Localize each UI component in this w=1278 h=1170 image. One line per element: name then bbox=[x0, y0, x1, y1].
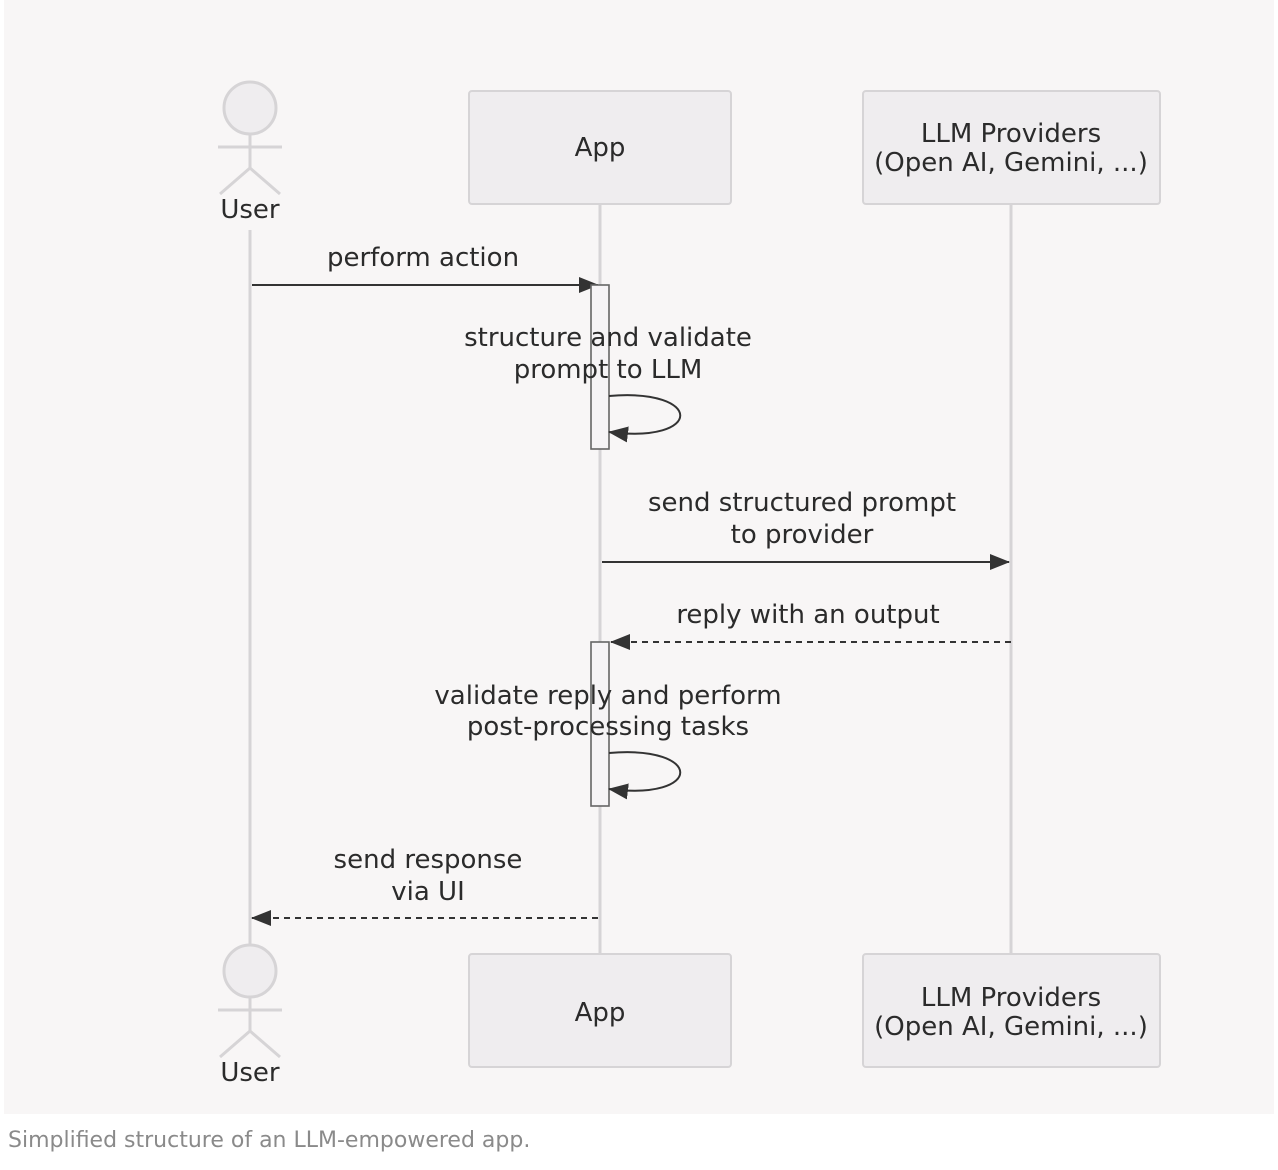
user-head-icon bbox=[222, 943, 278, 999]
user-label-top: User bbox=[220, 195, 280, 225]
user-head-icon bbox=[222, 80, 278, 136]
msg-send-prompt-line2: to provider bbox=[731, 520, 874, 550]
llm-label-top-line1: LLM Providers bbox=[921, 119, 1101, 149]
msg-validate-reply-loop bbox=[608, 751, 682, 800]
llm-box-bottom: LLM Providers (Open AI, Gemini, ...) bbox=[862, 953, 1161, 1068]
msg-structure-validate-line2: prompt to LLM bbox=[514, 355, 703, 385]
llm-box-top: LLM Providers (Open AI, Gemini, ...) bbox=[862, 90, 1161, 205]
sequence-diagram: User App LLM Providers (Open AI, Gemini,… bbox=[218, 80, 1161, 1088]
msg-send-response-line2: via UI bbox=[391, 877, 465, 907]
app-box-top: App bbox=[468, 90, 732, 205]
user-actor-top: User bbox=[218, 80, 282, 225]
user-label-bottom: User bbox=[220, 1058, 280, 1088]
diagram-panel: User App LLM Providers (Open AI, Gemini,… bbox=[4, 0, 1274, 1114]
msg-perform-action-label: perform action bbox=[327, 243, 519, 273]
app-activation-1 bbox=[590, 284, 610, 450]
llm-label-top-line2: (Open AI, Gemini, ...) bbox=[874, 148, 1148, 178]
msg-send-response-line1: send response bbox=[334, 845, 523, 875]
msg-structure-validate-line1: structure and validate bbox=[464, 323, 752, 353]
llm-label-bottom-line2: (Open AI, Gemini, ...) bbox=[874, 1012, 1148, 1042]
user-actor-bottom: User bbox=[218, 943, 282, 1088]
app-box-bottom: App bbox=[468, 953, 732, 1068]
msg-validate-reply-line2: post-processing tasks bbox=[467, 712, 749, 742]
msg-send-prompt-line1: send structured prompt bbox=[648, 488, 956, 518]
app-label-bottom: App bbox=[575, 998, 626, 1028]
msg-reply-output-label: reply with an output bbox=[676, 600, 939, 630]
figure-caption: Simplified structure of an LLM-empowered… bbox=[8, 1128, 531, 1153]
msg-structure-validate-loop bbox=[608, 394, 682, 443]
msg-validate-reply-line1: validate reply and perform bbox=[434, 681, 781, 711]
llm-label-bottom-line1: LLM Providers bbox=[921, 983, 1101, 1013]
app-activation-2 bbox=[590, 641, 610, 807]
app-label-top: App bbox=[575, 133, 626, 163]
